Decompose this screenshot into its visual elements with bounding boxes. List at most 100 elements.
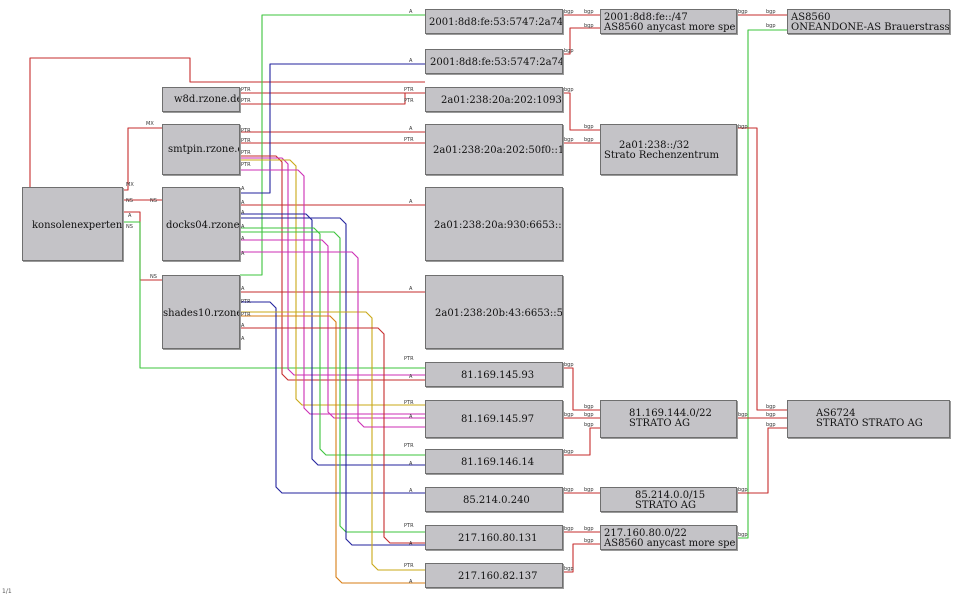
- node-label: 2a01:238:20a:930:6653::d04: [434, 220, 562, 231]
- node-label-line2: STRATO STRATO AG: [816, 418, 923, 429]
- node-label: 81.169.145.97: [461, 414, 535, 425]
- node-as-a[interactable]: AS8560 ONEANDONE-AS Brauerstrasse 48: [787, 9, 950, 34]
- node-label: w8d.rzone.de: [174, 94, 240, 105]
- edge-label-a: A: [409, 9, 413, 15]
- node-label: 2a01:238:20a:202:50f0::1097: [433, 145, 562, 156]
- node-ip6-d[interactable]: 2a01:238:20a:202:50f0::1097: [425, 124, 563, 175]
- edge-label-a: A: [409, 58, 413, 64]
- edge-label-a: A: [409, 541, 413, 547]
- node-label-line1: 217.160.80.0/22: [604, 528, 687, 539]
- edge-label-bgp: bgp: [564, 137, 574, 143]
- edge-a: [240, 217, 425, 546]
- edge-a: [240, 169, 425, 415]
- edge-label-ptr: PTR: [241, 87, 251, 93]
- node-w8d[interactable]: w8d.rzone.de: [162, 87, 240, 112]
- edge-label-bgp: bgp: [584, 124, 594, 130]
- node-label: smtpin.rzone.de: [168, 144, 239, 155]
- edge-label-bgp: bgp: [584, 526, 594, 532]
- edge-label-ptr: PTR: [404, 137, 414, 143]
- edge-bgp: [563, 543, 600, 573]
- edge-label-ns: NS: [150, 198, 157, 204]
- node-prefix-c[interactable]: 81.169.144.0/22 STRATO AG: [600, 400, 737, 438]
- edge-a: [240, 251, 425, 428]
- edge-bgp: [737, 29, 787, 539]
- node-shades10[interactable]: shades10.rzone.de: [162, 275, 240, 349]
- node-label: 2a01:238:20a:202:1093::: [441, 95, 563, 106]
- edge-ptr: [240, 93, 406, 105]
- node-smtpin[interactable]: smtpin.rzone.de: [162, 124, 240, 175]
- edge-label-mx: MX: [146, 121, 154, 127]
- edge-label-bgp: bgp: [584, 412, 594, 418]
- edge-label-bgp: bgp: [584, 23, 594, 29]
- edge-label-ns: NS: [126, 198, 133, 204]
- node-ip6-e[interactable]: 2a01:238:20a:930:6653::d04: [425, 187, 563, 261]
- node-as-b[interactable]: AS6724 STRATO STRATO AG: [787, 400, 950, 438]
- edge-a: [240, 327, 425, 544]
- node-ip4-c[interactable]: 81.169.146.14: [425, 449, 563, 474]
- node-label-line1: 2001:8d8:fe::/47: [604, 12, 688, 23]
- edge-label-bgp: bgp: [564, 487, 574, 493]
- node-prefix-a[interactable]: 2001:8d8:fe::/47 AS8560 anycast more spe…: [600, 9, 737, 34]
- node-label-line1: 81.169.144.0/22: [629, 408, 712, 419]
- edge-label-ns: NS: [126, 224, 133, 230]
- node-label-line1: AS6724: [816, 408, 856, 419]
- edge-label-a: A: [241, 186, 245, 192]
- edge-a: [240, 63, 425, 194]
- page-counter: 1/1: [2, 588, 12, 595]
- node-label-line2: ONEANDONE-AS Brauerstrasse 48: [791, 22, 950, 33]
- edge-label-bgp: bgp: [584, 404, 594, 410]
- node-label-line1: AS8560: [791, 12, 831, 23]
- edge-label-a: A: [409, 126, 413, 132]
- edge-label-bgp: bgp: [738, 412, 748, 418]
- edge-mx: [123, 127, 162, 191]
- edge-label-a: A: [241, 336, 245, 342]
- edge-label-bgp: bgp: [766, 404, 776, 410]
- node-prefix-d[interactable]: 85.214.0.0/15 STRATO AG: [600, 487, 737, 512]
- node-ip4-e[interactable]: 217.160.80.131: [425, 525, 563, 550]
- node-ip4-a[interactable]: 81.169.145.93: [425, 362, 563, 387]
- edge-label-ptr: PTR: [241, 138, 251, 144]
- node-ip6-b[interactable]: 2001:8d8:fe:53:5747:2a74:d:4: [425, 49, 563, 74]
- edge-label-a: A: [241, 200, 245, 206]
- edge-label-bgp: bgp: [564, 362, 574, 368]
- node-ip6-f[interactable]: 2a01:238:20b:43:6653::510: [425, 275, 563, 349]
- edge-a: [240, 239, 425, 419]
- edge-label-bgp: bgp: [584, 9, 594, 15]
- edge-label-bgp: bgp: [564, 449, 574, 455]
- edge-label-bgp: bgp: [584, 422, 594, 428]
- node-label: 85.214.0.240: [463, 495, 530, 506]
- node-label-line2: STRATO AG: [629, 418, 690, 429]
- node-ip6-a[interactable]: 2001:8d8:fe:53:5747:2a74:5:10: [425, 9, 563, 34]
- edge-a: [240, 231, 425, 533]
- edge-label-bgp: bgp: [738, 9, 748, 15]
- edge-label-bgp: bgp: [564, 412, 574, 418]
- edge-label-a: A: [241, 251, 245, 257]
- edge-a: [240, 315, 425, 584]
- node-konsolenexperten[interactable]: konsolenexperten.de: [22, 187, 123, 261]
- node-ip6-c[interactable]: 2a01:238:20a:202:1093::: [425, 87, 563, 112]
- edge-bgp: [563, 92, 600, 131]
- edge-label-bgp: bgp: [564, 48, 574, 54]
- node-ip4-b[interactable]: 81.169.145.97: [425, 400, 563, 438]
- edge-label-ptr: PTR: [404, 400, 414, 406]
- node-ip4-f[interactable]: 217.160.82.137: [425, 563, 563, 588]
- edge-a: [240, 227, 425, 456]
- node-label: 2a01:238:20b:43:6653::510: [435, 308, 563, 319]
- node-docks04[interactable]: docks04.rzone.de: [162, 187, 240, 261]
- edge-label-ptr: PTR: [241, 299, 251, 305]
- edge-label-ptr: PTR: [241, 162, 251, 168]
- node-label: 81.169.145.93: [461, 370, 535, 381]
- node-prefix-b[interactable]: 2a01:238::/32 Strato Rechenzentrum: [600, 124, 737, 175]
- edge-a: [240, 311, 425, 571]
- node-ip4-d[interactable]: 85.214.0.240: [425, 487, 563, 512]
- edge-label-a: A: [241, 236, 245, 242]
- edge-label-bgp: bgp: [564, 87, 574, 93]
- edge-label-bgp: bgp: [564, 9, 574, 15]
- edge-bgp: [563, 427, 600, 456]
- edge-label-ptr: PTR: [241, 312, 251, 318]
- node-prefix-e[interactable]: 217.160.80.0/22 AS8560 anycast more spec…: [600, 525, 737, 550]
- edge-label-bgp: bgp: [584, 487, 594, 493]
- edge-label-a: A: [409, 461, 413, 467]
- edge-label-bgp: bgp: [738, 532, 748, 538]
- node-label-line2: Strato Rechenzentrum: [604, 150, 720, 161]
